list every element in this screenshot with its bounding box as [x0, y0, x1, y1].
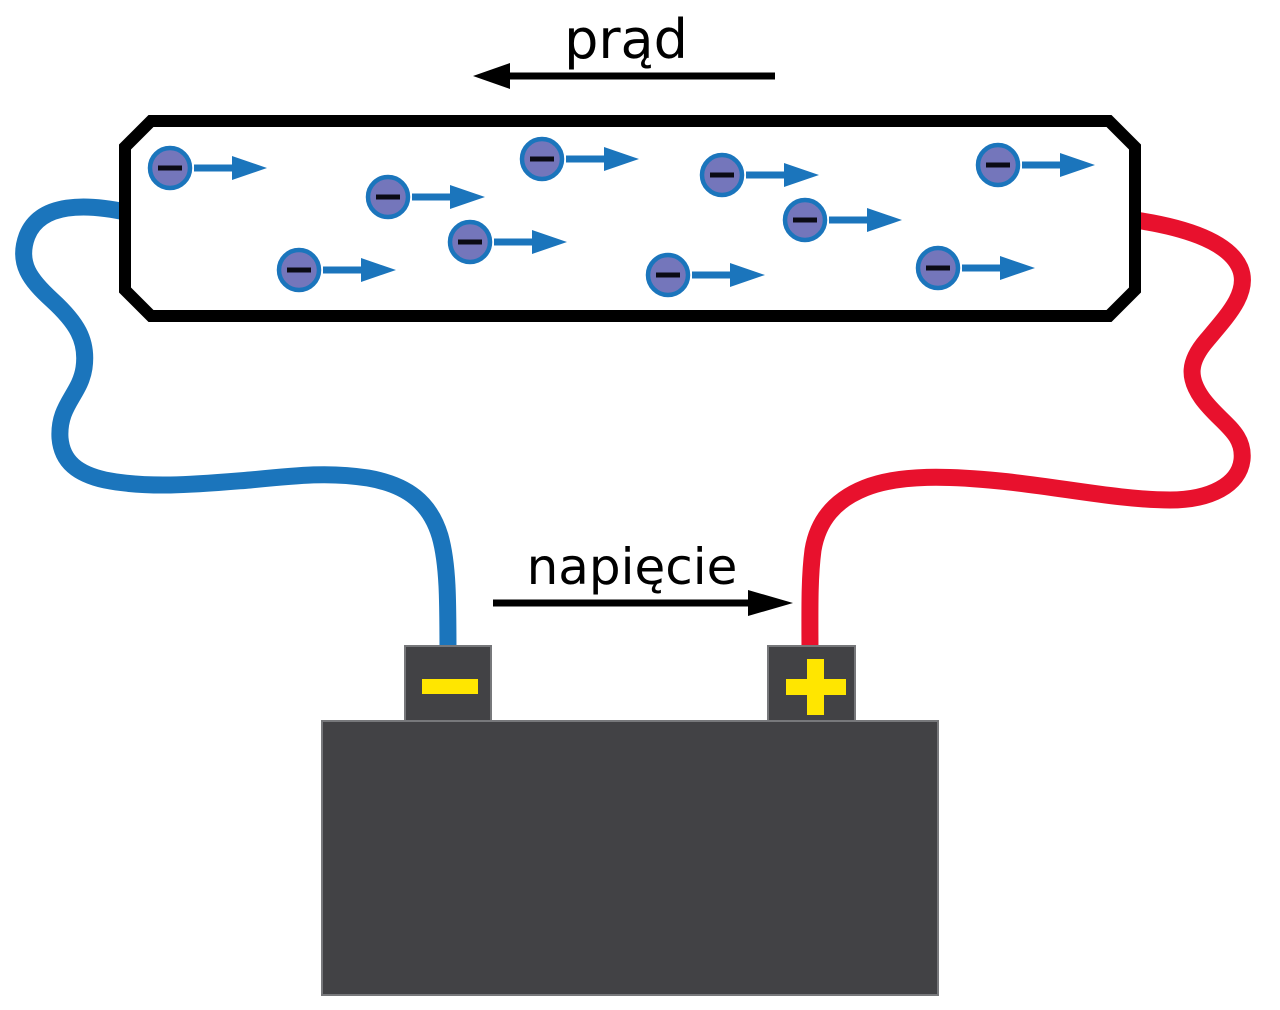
plus-symbol-horizontal-bar	[786, 679, 846, 695]
battery-body	[321, 720, 939, 996]
electron-velocity-arrow-head	[730, 263, 765, 287]
electron	[365, 174, 485, 220]
electron	[699, 152, 819, 198]
negative-wire-blue	[15, 198, 457, 669]
electron	[447, 219, 567, 265]
electron	[915, 245, 1035, 291]
voltage-label: napięcie	[527, 538, 738, 596]
electron-velocity-arrow-head	[450, 185, 485, 209]
electron-velocity-arrow-head	[784, 163, 819, 187]
electron	[782, 197, 902, 243]
current-arrow-head	[473, 63, 510, 89]
electron-velocity-arrow-head	[1000, 256, 1035, 280]
electron-velocity-arrow-head	[867, 208, 902, 232]
electron-velocity-arrow-head	[361, 258, 396, 282]
minus-symbol	[422, 679, 478, 694]
electrons-layer	[147, 136, 1095, 298]
positive-wire-red	[801, 210, 1251, 669]
electron	[519, 136, 639, 182]
electron	[645, 252, 765, 298]
electron-velocity-arrow-head	[532, 230, 567, 254]
voltage-annotation: napięcie	[493, 538, 793, 616]
current-annotation: prąd	[473, 8, 775, 89]
voltage-arrow-head	[748, 590, 793, 616]
electron-velocity-arrow-head	[232, 156, 267, 180]
electron	[276, 247, 396, 293]
electron-velocity-arrow-head	[1060, 153, 1095, 177]
plus-symbol	[786, 659, 846, 715]
current-label: prąd	[564, 8, 688, 71]
electron	[975, 142, 1095, 188]
battery	[321, 645, 939, 996]
electron	[147, 145, 267, 191]
electron-velocity-arrow-head	[604, 147, 639, 171]
